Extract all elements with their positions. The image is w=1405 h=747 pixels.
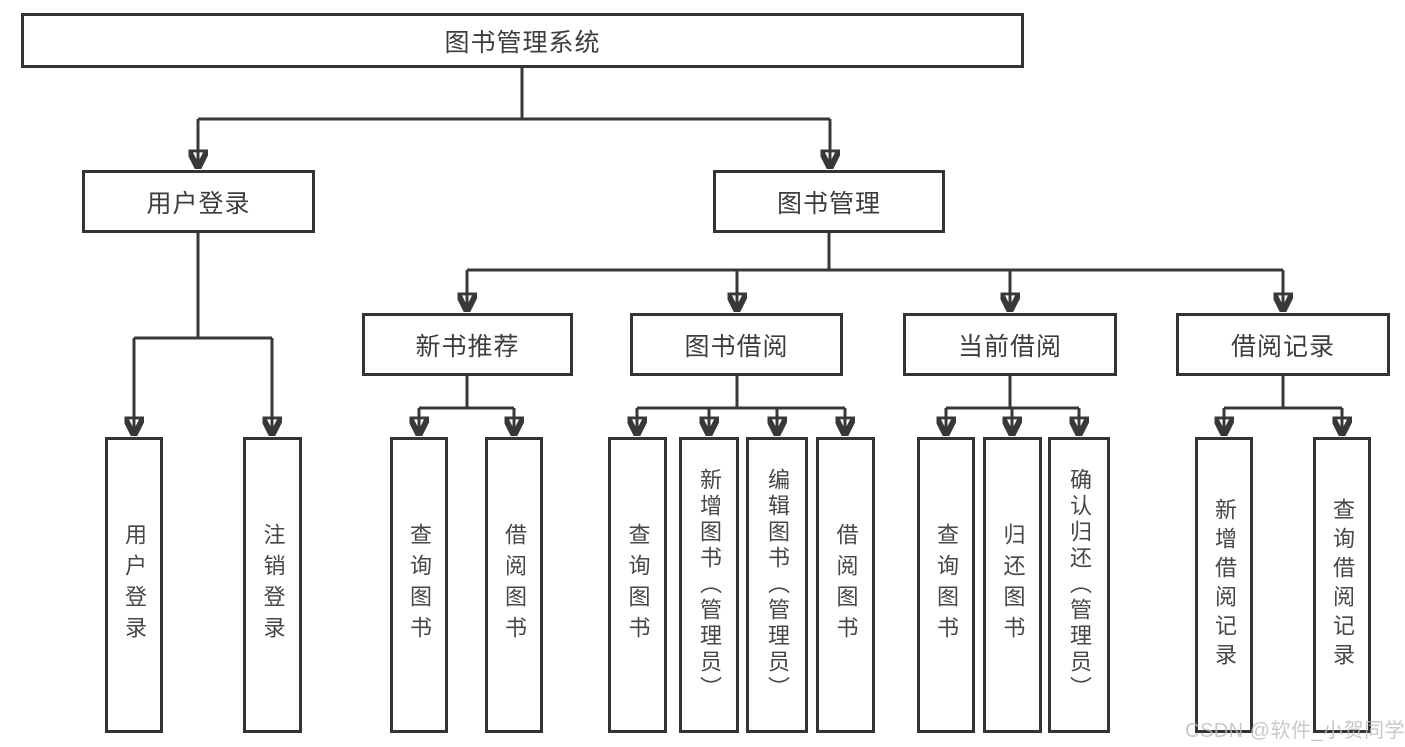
node-leaf-add-book-admin: 新增图书（管理员） <box>679 437 739 733</box>
node-leaf-user-login: 用户登录 <box>105 437 163 733</box>
connectors-new-book-rec <box>419 375 514 433</box>
node-label: 编辑图书（管理员） <box>765 468 790 702</box>
node-leaf-query-borrow-record: 查询借阅记录 <box>1313 437 1371 733</box>
connectors-root <box>198 68 830 166</box>
node-new-book-rec: 新书推荐 <box>362 313 573 376</box>
node-label: 确认归还（管理员） <box>1067 468 1092 702</box>
connectors-current-borrow <box>946 375 1079 433</box>
node-label: 查询图书 <box>407 523 432 647</box>
node-leaf-query-books-rec: 查询图书 <box>390 437 448 733</box>
connectors-borrow-records <box>1224 375 1342 433</box>
node-leaf-confirm-return-admin: 确认归还（管理员） <box>1048 437 1110 733</box>
node-label: 查询图书 <box>934 523 959 647</box>
node-leaf-edit-book-admin: 编辑图书（管理员） <box>746 437 808 733</box>
node-label: 查询借阅记录 <box>1330 498 1355 672</box>
node-label: 借阅图书 <box>833 523 859 647</box>
node-label: 查询图书 <box>625 523 651 647</box>
node-book-mgmt: 图书管理 <box>713 170 945 233</box>
node-label: 新增借阅记录 <box>1212 498 1237 672</box>
node-leaf-query-books-bb: 查询图书 <box>608 437 667 733</box>
node-leaf-return-book: 归还图书 <box>983 437 1042 733</box>
connectors-book-borrow <box>637 375 845 433</box>
connectors-user-login <box>134 233 272 433</box>
node-leaf-add-borrow-record: 新增借阅记录 <box>1195 437 1253 733</box>
node-user-login: 用户登录 <box>82 170 315 233</box>
node-leaf-logout: 注销登录 <box>243 437 302 733</box>
node-label: 注销登录 <box>260 523 286 647</box>
node-current-borrow: 当前借阅 <box>903 313 1117 376</box>
node-label: 归还图书 <box>1000 523 1026 647</box>
node-label: 新增图书（管理员） <box>697 468 722 702</box>
node-borrow-records: 借阅记录 <box>1176 313 1390 376</box>
node-leaf-borrow-books-rec: 借阅图书 <box>485 437 543 733</box>
connectors-book-mgmt <box>467 233 1283 309</box>
node-book-borrow: 图书借阅 <box>630 313 843 376</box>
node-leaf-borrow-books-bb: 借阅图书 <box>816 437 875 733</box>
node-root: 图书管理系统 <box>21 13 1024 68</box>
node-label: 用户登录 <box>122 523 147 647</box>
node-leaf-query-books-cb: 查询图书 <box>917 437 975 733</box>
watermark: CSDN @软件_小贺同学 <box>1185 720 1405 742</box>
node-label: 借阅图书 <box>502 523 527 647</box>
